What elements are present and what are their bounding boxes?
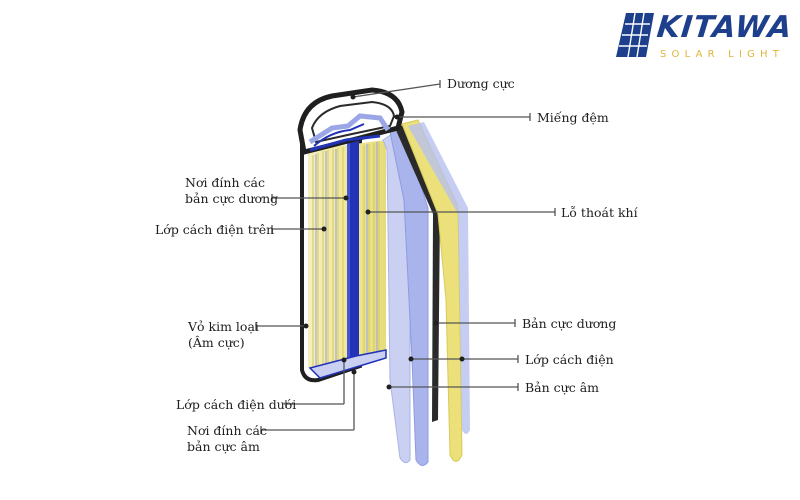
brand-tagline: SOLAR LIGHT [660,49,785,60]
label-metal-case-1: Vỏ kim loại [188,319,259,334]
peeled-layers [382,119,470,466]
label-vent: Lỗ thoát khí [561,205,638,220]
leader-lines [256,83,555,431]
center-core [347,140,359,365]
bottom-insulator-shape [308,349,387,379]
label-negative-plate-joint-1: Nơi đính các [187,423,267,438]
label-metal-case-2: (Âm cực) [188,335,245,350]
leader-dots [303,94,465,390]
label-bottom-insulator: Lớp cách điện dưới [176,397,297,412]
label-separator: Lớp cách điện [525,352,614,367]
label-negative-plate-joint-2: bản cực âm [187,439,260,454]
top-cap [297,87,405,156]
label-positive-terminal: Dương cực [447,76,515,91]
solar-panel-logo-icon [616,13,654,57]
label-negative-plate: Bản cực âm [525,380,599,395]
label-positive-plate: Bản cực dương [522,316,617,331]
label-gasket: Miếng đệm [537,110,609,125]
label-top-insulator: Lớp cách điện trên [155,222,275,237]
label-positive-plate-joint-1: Nơi đính các [185,175,265,190]
label-positive-plate-joint-2: bản cực dương [185,191,279,206]
brand-name: KITAWA [655,10,795,45]
label-ticks [255,80,556,434]
